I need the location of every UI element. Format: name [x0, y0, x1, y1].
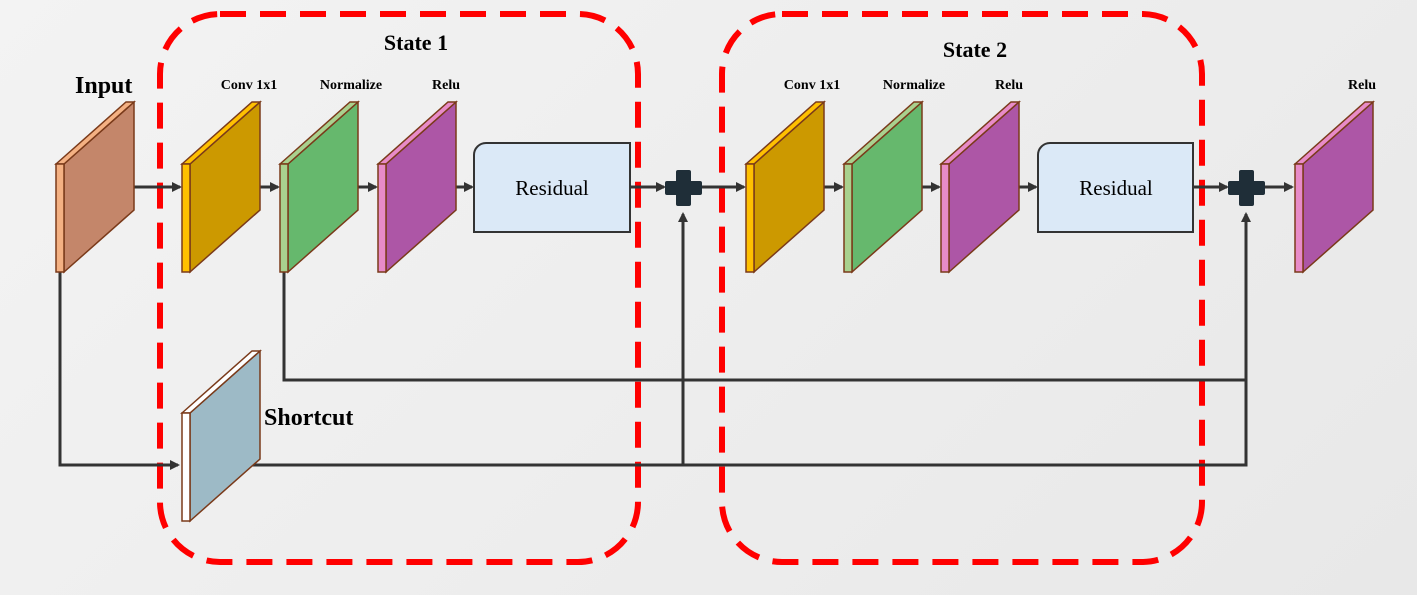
state-1-title: State 1: [384, 30, 448, 55]
residual-block-2-label: Residual: [1079, 176, 1153, 200]
state-2-relu-label: Relu: [995, 78, 1023, 93]
final-relu-slab: [1293, 100, 1375, 274]
state-1-conv-label: Conv 1x1: [221, 78, 277, 93]
shortcut-layer-slab: [180, 349, 262, 523]
normalize-skip-line: [282, 272, 1246, 382]
state-1-relu-slab: [376, 100, 458, 274]
input-to-shortcut-line: [58, 272, 180, 470]
shortcut-to-plus2-line: [683, 212, 1251, 467]
residual-block-2: [1037, 142, 1194, 233]
residual-block-1: [473, 142, 631, 233]
input-layer-slab: [54, 100, 136, 274]
state-2-normalize-label: Normalize: [883, 78, 945, 93]
state-2-box: [719, 11, 1205, 565]
final-relu-label: Relu: [1348, 78, 1376, 93]
state-1-box: [157, 11, 641, 565]
state-2-conv-slab: [744, 100, 826, 274]
add-plus-icon-2: [1228, 170, 1265, 206]
state-1-relu-label: Relu: [432, 78, 460, 93]
residual-block-1-label: Residual: [515, 176, 589, 200]
add-plus-icon-1: [665, 170, 702, 206]
state-1-conv-slab: [180, 100, 262, 274]
state-2-relu-slab: [939, 100, 1021, 274]
state-2-title: State 2: [943, 37, 1007, 62]
state-1-normalize-slab: [278, 100, 360, 274]
shortcut-label: Shortcut: [264, 405, 353, 431]
state-2-normalize-slab: [842, 100, 924, 274]
state-2-conv-label: Conv 1x1: [784, 78, 840, 93]
state-1-normalize-label: Normalize: [320, 78, 382, 93]
input-label: Input: [75, 73, 132, 99]
